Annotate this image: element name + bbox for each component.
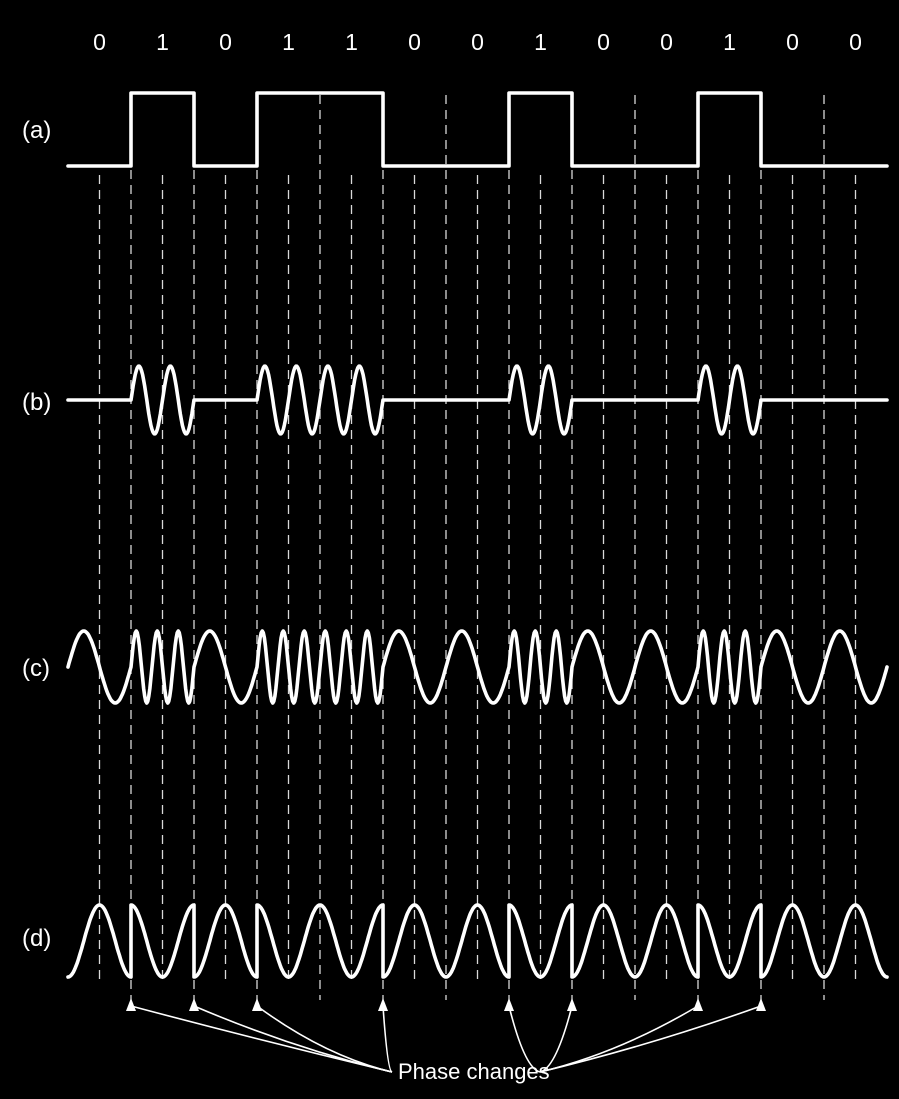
phase-change-arrow <box>508 1005 541 1073</box>
bit-label: 0 <box>597 29 610 55</box>
bit-label: 0 <box>408 29 421 55</box>
bit-label: 1 <box>534 29 547 55</box>
bit-sequence-labels: 0 1 0 1 1 0 0 1 0 0 1 0 0 <box>93 29 862 55</box>
arrowhead <box>693 998 703 1011</box>
bit-label: 1 <box>723 29 736 55</box>
bit-label: 0 <box>219 29 232 55</box>
row-label-b: (b) <box>22 389 51 416</box>
bit-label: 0 <box>660 29 673 55</box>
bit-label: 0 <box>849 29 862 55</box>
row-label-d: (d) <box>22 925 51 952</box>
bit-label: 0 <box>93 29 106 55</box>
arrowhead <box>756 998 766 1011</box>
arrowhead <box>567 998 577 1011</box>
phase-change-arrow <box>539 1005 762 1073</box>
arrowhead <box>504 998 514 1011</box>
phase-change-arrow <box>256 1005 393 1073</box>
bit-label: 1 <box>282 29 295 55</box>
dashed-guide-lines <box>98 95 857 1000</box>
phase-changes-caption: Phase changes <box>398 1059 550 1084</box>
bit-label: 1 <box>156 29 169 55</box>
bit-label: 0 <box>786 29 799 55</box>
row-label-c: (c) <box>22 655 50 682</box>
phase-change-arrow <box>193 1005 393 1073</box>
arrowhead <box>126 998 136 1011</box>
phase-change-arrow <box>382 1005 393 1073</box>
ask-waveform <box>66 364 889 436</box>
row-label-a: (a) <box>22 117 51 144</box>
arrowhead <box>252 998 262 1011</box>
psk-waveform <box>66 903 889 979</box>
arrowhead <box>189 998 199 1011</box>
digital-signal-waveform <box>66 91 889 168</box>
phase-change-arrows <box>126 998 766 1073</box>
fsk-waveform <box>66 629 889 705</box>
bit-label: 1 <box>345 29 358 55</box>
arrowhead <box>378 998 388 1011</box>
phase-change-arrow <box>539 1005 699 1073</box>
bit-label: 0 <box>471 29 484 55</box>
